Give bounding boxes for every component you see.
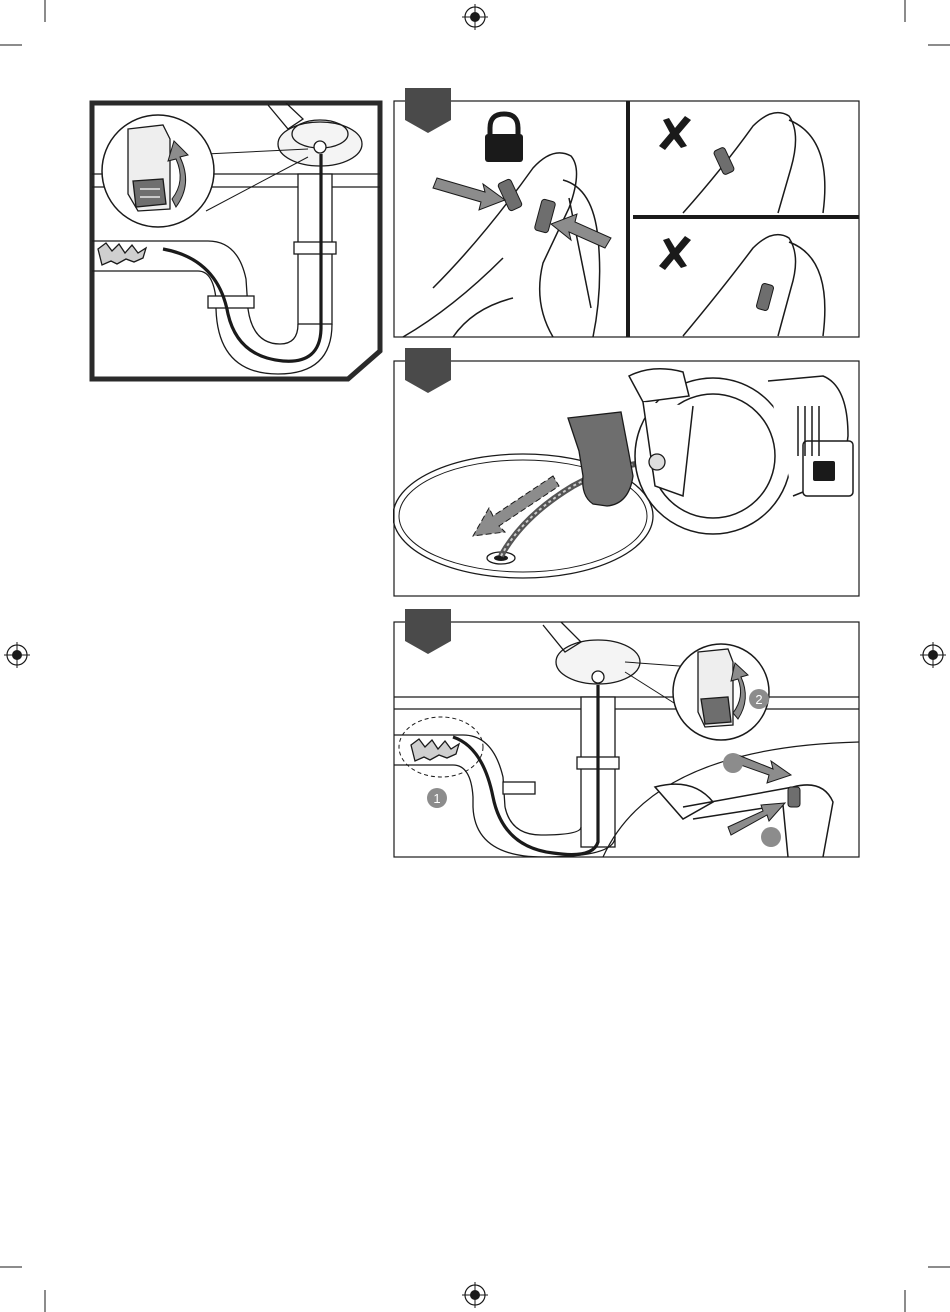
- callout-2: 2: [749, 689, 769, 709]
- step-b-feed-figure: [393, 346, 860, 597]
- registration-mark-right: [920, 642, 946, 668]
- sink-overview-figure: [88, 99, 384, 383]
- callout-1: 1: [427, 788, 447, 808]
- step-c-clear-figure: 1 2: [393, 607, 860, 858]
- registration-mark-bottom: [462, 1282, 488, 1308]
- step-a-grip-figure: [393, 88, 860, 338]
- latch-detail: [128, 125, 170, 211]
- svg-text:1: 1: [433, 791, 440, 806]
- svg-text:2: 2: [755, 692, 762, 707]
- registration-mark-left: [4, 642, 30, 668]
- registration-mark-top: [462, 4, 488, 30]
